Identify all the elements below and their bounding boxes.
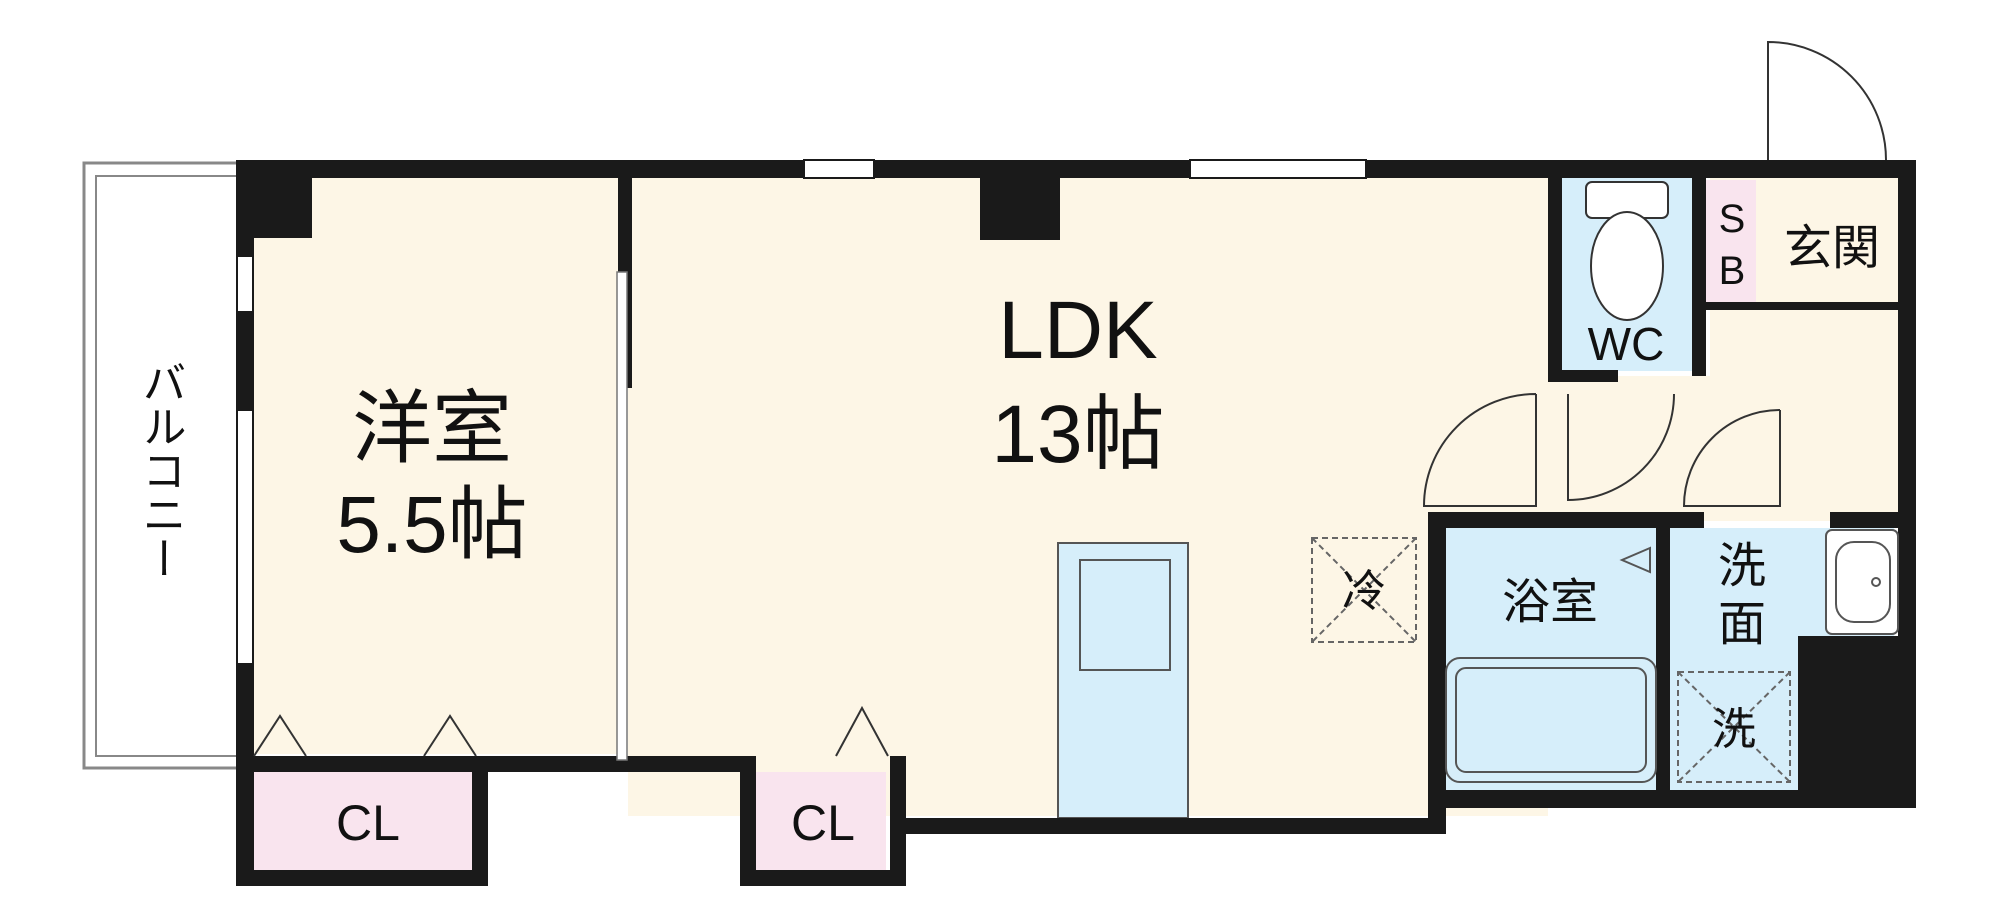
shoe-box-floor <box>1706 180 1756 302</box>
closet-left-label: CL <box>336 795 400 851</box>
sliding-door <box>616 271 628 761</box>
bathroom-label: 浴室 <box>1502 576 1598 629</box>
closet-right-floor <box>756 772 886 872</box>
washroom-label-2: 面 <box>1718 598 1766 651</box>
entrance-label: 玄関 <box>1784 222 1880 275</box>
closet-left-floor <box>252 772 472 872</box>
hall-floor <box>1548 376 1710 521</box>
western-room-floor <box>252 176 622 754</box>
fridge-space <box>1311 537 1417 643</box>
fridge-label: 冷 <box>1342 567 1386 616</box>
western-room-size: 5.5帖 <box>336 480 527 569</box>
washroom-label-1: 洗 <box>1718 540 1766 593</box>
kitchen-counter <box>1057 542 1189 819</box>
balcony <box>82 161 241 770</box>
western-room-name: 洋室 <box>352 384 512 473</box>
ldk-size: 13帖 <box>991 389 1164 480</box>
washbasin-icon <box>1825 529 1899 635</box>
closet-right-label: CL <box>791 795 855 851</box>
door-swings <box>253 40 1887 757</box>
washing-machine-label: 洗 <box>1712 705 1756 754</box>
toilet-icon <box>1585 181 1669 321</box>
windows <box>236 159 1367 665</box>
balcony-label: バルコニー <box>136 360 185 580</box>
shoe-box-label-s: S <box>1719 197 1746 241</box>
bathtub-icon <box>1445 546 1657 783</box>
wc-label: WC <box>1588 318 1665 370</box>
shoe-box-label-b: B <box>1719 249 1746 293</box>
washing-machine-space <box>1677 671 1791 783</box>
ldk-name: LDK <box>998 285 1158 376</box>
